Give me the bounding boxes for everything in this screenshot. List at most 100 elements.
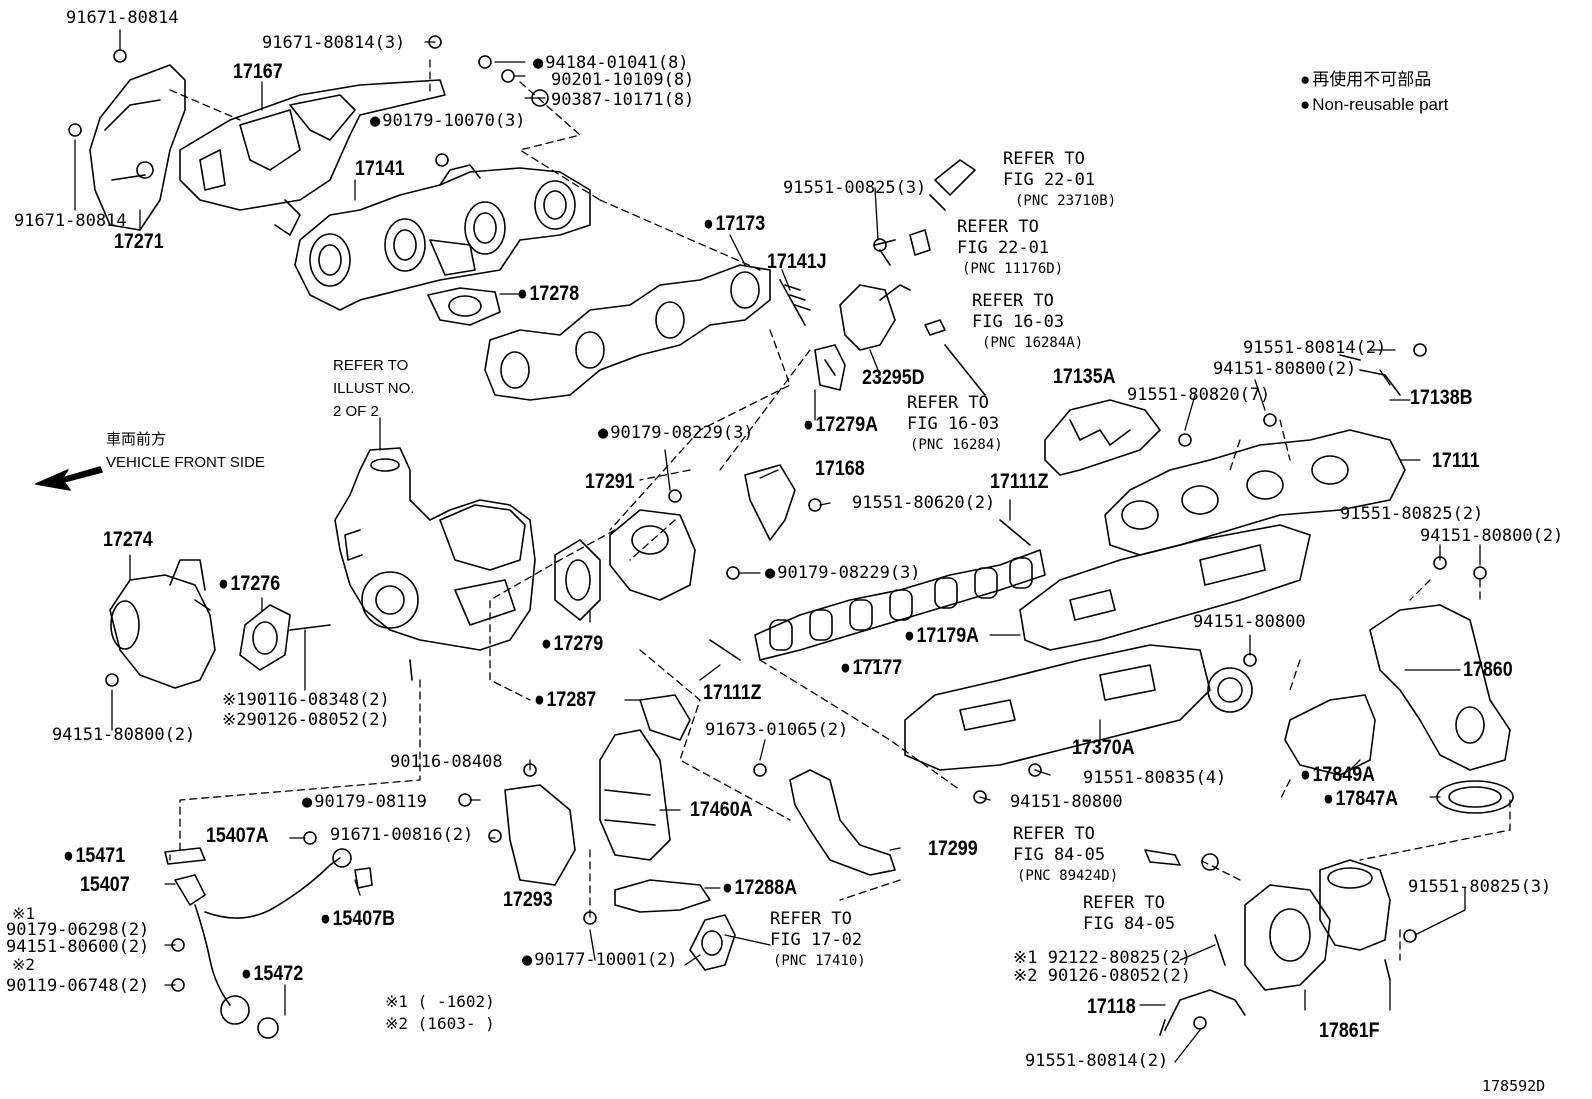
refer-line2: FIG 16-03 (972, 312, 1065, 332)
part-label[interactable]: 17279 (541, 632, 603, 656)
refer-pnc: (PNC 16284) (910, 437, 1003, 453)
part-label[interactable]: 90201-10109(8) (551, 70, 695, 90)
part-label[interactable]: 91551-80835(4) (1083, 768, 1227, 788)
refer-line1: REFER TO (1003, 149, 1085, 169)
gasket-15471 (164, 847, 206, 865)
part-label[interactable]: 90177-10001(2) (522, 950, 677, 970)
part-label[interactable]: 94151-80800(2) (52, 725, 196, 745)
part-label[interactable]: 91551-80820(7) (1127, 385, 1271, 405)
refer-illust-line2: ILLUST NO. (333, 380, 415, 397)
refer-pnc: (PNC 11176D) (962, 261, 1064, 277)
elbow-17291 (609, 509, 696, 601)
part-label[interactable]: 15471 (63, 844, 125, 868)
part-label[interactable]: 91671-80814(3) (262, 33, 406, 53)
part-label[interactable]: 90179-10070(3) (370, 111, 525, 131)
refer-line1: REFER TO (957, 217, 1039, 237)
refer-line2: FIG 84-05 (1083, 914, 1176, 934)
hose-17410 (689, 914, 736, 971)
part-label[interactable]: 15407B (320, 907, 395, 931)
stay-17293 (504, 784, 576, 886)
part-label[interactable]: 17276 (218, 572, 280, 596)
part-label[interactable]: 90179-08119 (302, 792, 427, 812)
part-label[interactable]: 94151-80800(2) (1213, 359, 1357, 379)
part-label[interactable]: 15407A (206, 824, 269, 847)
part-label[interactable]: 17168 (815, 457, 865, 480)
refer-line2: FIG 17-02 (770, 930, 863, 950)
part-label[interactable]: 17849A (1300, 763, 1375, 787)
part-label[interactable]: 94151-80800 (1193, 612, 1306, 632)
part-label[interactable]: 15472 (241, 962, 303, 986)
part-label[interactable]: 17135A (1053, 365, 1116, 388)
refer-line2: FIG 16-03 (907, 414, 1000, 434)
part-label[interactable]: 90116-08408 (390, 752, 503, 772)
part-label[interactable]: 17299 (928, 837, 978, 860)
part-label[interactable]: ※1 92122-80825(2) (1013, 948, 1192, 968)
part-label[interactable]: 17861F (1319, 1019, 1380, 1042)
part-label[interactable]: ※290126-08052(2) (222, 710, 390, 730)
part-label[interactable]: 91551-00825(3) (783, 178, 927, 198)
part-label[interactable]: 17179A (904, 624, 979, 648)
part-label[interactable]: 17111 (1432, 449, 1480, 472)
part-label[interactable]: 17167 (233, 60, 283, 83)
part-label[interactable]: 17860 (1463, 658, 1513, 681)
part-label[interactable]: 17460A (690, 798, 753, 821)
part-label[interactable]: 17288A (722, 876, 797, 900)
part-label[interactable]: 91551-80620(2) (852, 493, 996, 513)
gasket-17278 (427, 287, 501, 326)
part-label[interactable]: 17138B (1410, 386, 1473, 409)
assembly-lines (169, 59, 1511, 961)
injector-bracket-23295d (839, 159, 986, 396)
part-label[interactable]: 17141J (767, 250, 827, 273)
stud-17141j (779, 279, 811, 326)
part-label[interactable]: 17118 (1087, 995, 1136, 1018)
part-label[interactable]: 91671-80814 (66, 8, 179, 28)
part-label[interactable]: 17173 (703, 212, 765, 236)
gasket-17279 (554, 539, 601, 621)
part-label[interactable]: 90179-08229(3) (598, 423, 753, 443)
part-label[interactable]: 94184-01041(8) (533, 53, 688, 73)
part-label[interactable]: 15407 (80, 873, 130, 896)
refer-line1: REFER TO (972, 291, 1054, 311)
turbocharger-part (334, 447, 536, 681)
part-label[interactable]: 91551-80825(3) (1408, 877, 1552, 897)
part-label[interactable]: 90179-06298(2) (6, 920, 150, 940)
part-label[interactable]: 91551-80814(2) (1243, 338, 1387, 358)
leader-lines (74, 29, 1481, 1063)
part-label[interactable]: 17177 (840, 656, 902, 680)
part-label[interactable]: 91671-00816(2) (330, 825, 474, 845)
part-label[interactable]: 17287 (534, 688, 596, 712)
part-label[interactable]: 17370A (1072, 736, 1135, 759)
part-label[interactable]: 17141 (355, 157, 405, 180)
part-label[interactable]: 17291 (585, 470, 635, 493)
pipe-17299 (789, 769, 896, 876)
part-label[interactable]: 91551-80825(2) (1340, 504, 1484, 524)
part-label[interactable]: 94151-80600(2) (6, 937, 150, 957)
part-label[interactable]: ※2 90126-08052(2) (1013, 966, 1192, 986)
part-label[interactable]: 90179-08229(3) (765, 563, 920, 583)
part-label[interactable]: ※190116-08348(2) (222, 690, 390, 710)
part-label[interactable]: 94151-80800(2) (1420, 526, 1564, 546)
part-label[interactable]: 90387-10171(8) (551, 90, 695, 110)
part-label[interactable]: 94151-80800 (1010, 792, 1123, 812)
vehicle-front-arrow-icon (35, 466, 103, 491)
part-label[interactable]: 90119-06748(2) (6, 976, 150, 996)
part-label[interactable]: 17847A (1323, 787, 1398, 811)
part-label[interactable]: 17111Z (990, 470, 1049, 493)
part-label[interactable]: 91673-01065(2) (705, 720, 849, 740)
part-label[interactable]: 17279A (803, 413, 878, 437)
part-label[interactable]: 17278 (517, 282, 579, 306)
gasket-17279a (814, 344, 846, 391)
part-label[interactable]: 91671-80814 (14, 211, 127, 231)
footnote-note: ※1 ( -1602) (385, 992, 495, 1011)
part-label[interactable]: 17271 (114, 230, 164, 253)
part-label[interactable]: 91551-80814(2) (1025, 1051, 1169, 1071)
gasket-17847a (1436, 780, 1514, 814)
converter-17460a (599, 729, 671, 861)
part-label[interactable]: 23295D (862, 366, 925, 389)
part-label[interactable]: 17293 (503, 888, 553, 911)
part-label[interactable]: 17274 (103, 528, 153, 551)
manifold-gasket-17173 (484, 264, 771, 401)
gasket-17849a (1284, 694, 1376, 776)
part-label[interactable]: 17111Z (703, 681, 762, 704)
